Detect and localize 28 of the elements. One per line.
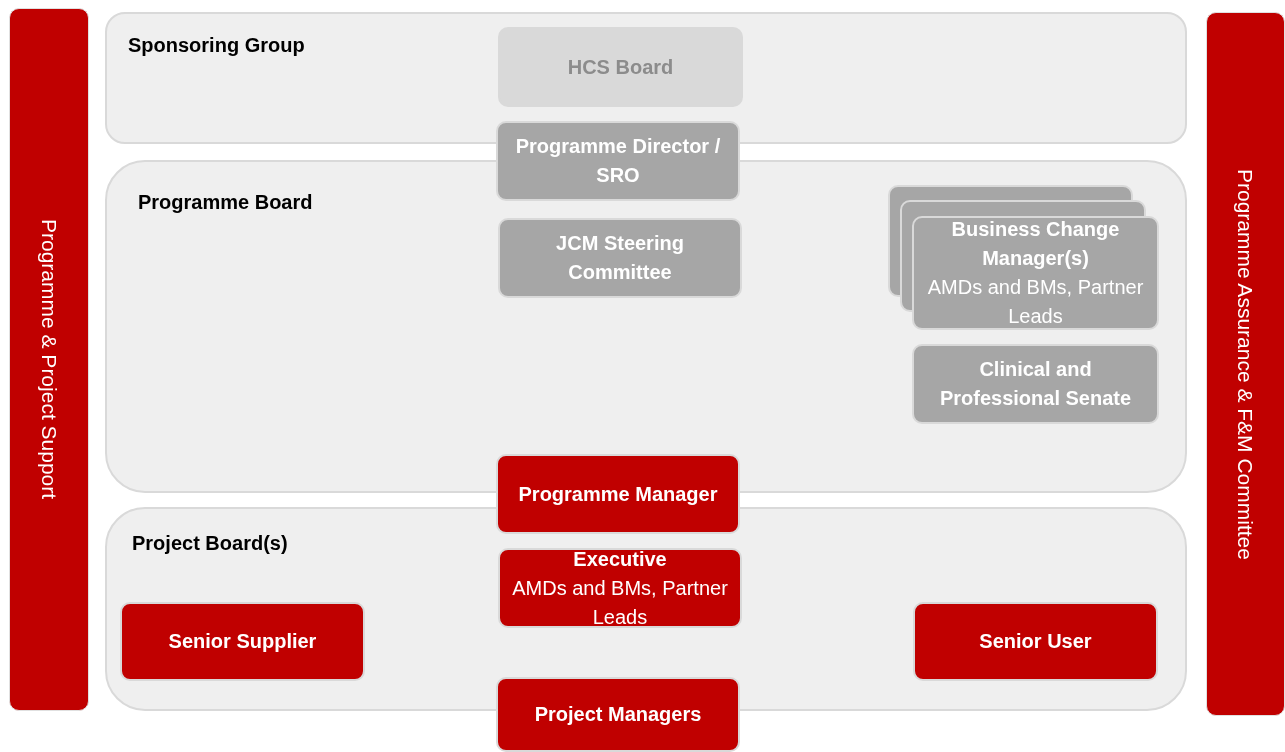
box-title: Clinical and Professional Senate — [938, 357, 1133, 411]
box-title: Senior Supplier — [168, 629, 317, 654]
role-box — [913, 602, 1158, 681]
role-box — [120, 602, 365, 681]
side-bar — [9, 8, 89, 711]
box-subtitle: AMDs and BMs, Partner Leads — [926, 275, 1145, 329]
band-heading: Programme Board — [138, 190, 313, 215]
role-box — [498, 218, 742, 298]
side-bar-label: Programme Assurance & F&M Committee — [1233, 168, 1259, 560]
band-heading: Project Board(s) — [132, 531, 288, 556]
role-box — [912, 344, 1159, 424]
role-box — [496, 677, 740, 752]
box-title: Programme Director / SRO — [514, 134, 722, 188]
stacked-cards — [888, 185, 1159, 330]
role-box — [496, 454, 740, 534]
role-box — [496, 121, 740, 201]
side-bar — [1206, 12, 1285, 716]
box-title: Executive — [573, 546, 667, 572]
box-title: Programme Manager — [518, 481, 718, 507]
band-heading: Sponsoring Group — [128, 33, 305, 58]
role-box — [498, 548, 742, 628]
box-title: HCS Board — [567, 54, 674, 80]
box-title: Project Managers — [534, 702, 702, 727]
box-title: JCM Steering Committee — [555, 231, 685, 285]
box-title: Senior User — [979, 629, 1092, 654]
box-title: Business Change Manager(s) — [950, 217, 1121, 271]
box-subtitle: AMDs and BMs, Partner Leads — [511, 575, 729, 630]
side-bar-label: Programme & Project Support — [36, 219, 62, 500]
